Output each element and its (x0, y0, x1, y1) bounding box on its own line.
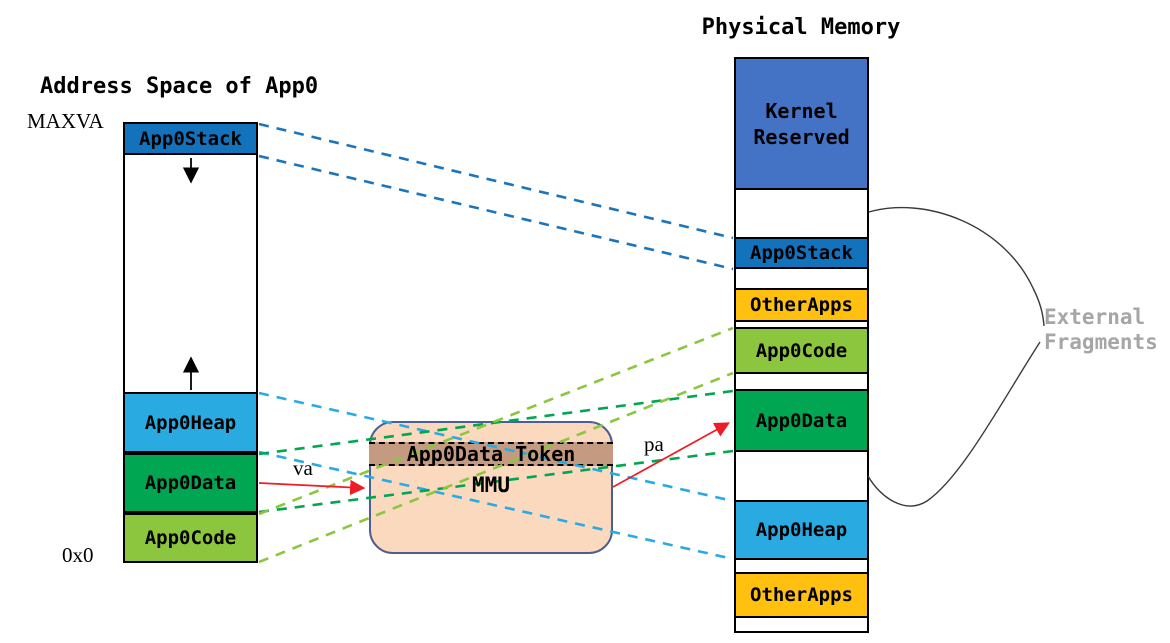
external-fragments-curve-bottom (867, 341, 1041, 507)
physical-memory-title: Physical Memory (701, 15, 901, 40)
pa-app0heap-block: App0Heap (734, 500, 869, 560)
external-fragments-label: External Fragments (1044, 305, 1170, 355)
pa-otherapps-top-block: OtherApps (734, 288, 869, 322)
kernel-reserved-label: Kernel Reserved (753, 98, 850, 149)
zero-address-label: 0x0 (62, 543, 94, 567)
external-fragments-line2: Fragments (1044, 330, 1158, 354)
pa-app0code-block: App0Code (734, 327, 869, 374)
pa-otherapps-bottom-block: OtherApps (734, 572, 869, 618)
external-fragments-line1: External (1044, 305, 1146, 329)
address-space-title: Address Space of App0 (40, 74, 319, 99)
maxva-label: MAXVA (27, 109, 104, 133)
pa-arrow (612, 422, 730, 488)
pa-app0data-block: App0Data (734, 389, 869, 452)
app0data-token-label: App0Data Token (406, 442, 576, 466)
va-app0heap-block: App0Heap (123, 392, 258, 453)
va-arrow (258, 479, 366, 496)
pa-kernel-reserved-block: Kernel Reserved (734, 57, 869, 190)
pa-app0stack-block: App0Stack (734, 237, 869, 269)
va-app0stack-block: App0Stack (123, 122, 258, 155)
stack-mapping-lines (258, 122, 734, 271)
va-app0code-block: App0Code (123, 513, 258, 563)
va-arrow-label: va (293, 456, 313, 480)
external-fragments-curve-top (868, 206, 1045, 327)
va-app0data-block: App0Data (123, 453, 258, 513)
pa-arrow-label: pa (644, 432, 664, 456)
mmu-label: MMU (472, 473, 510, 497)
